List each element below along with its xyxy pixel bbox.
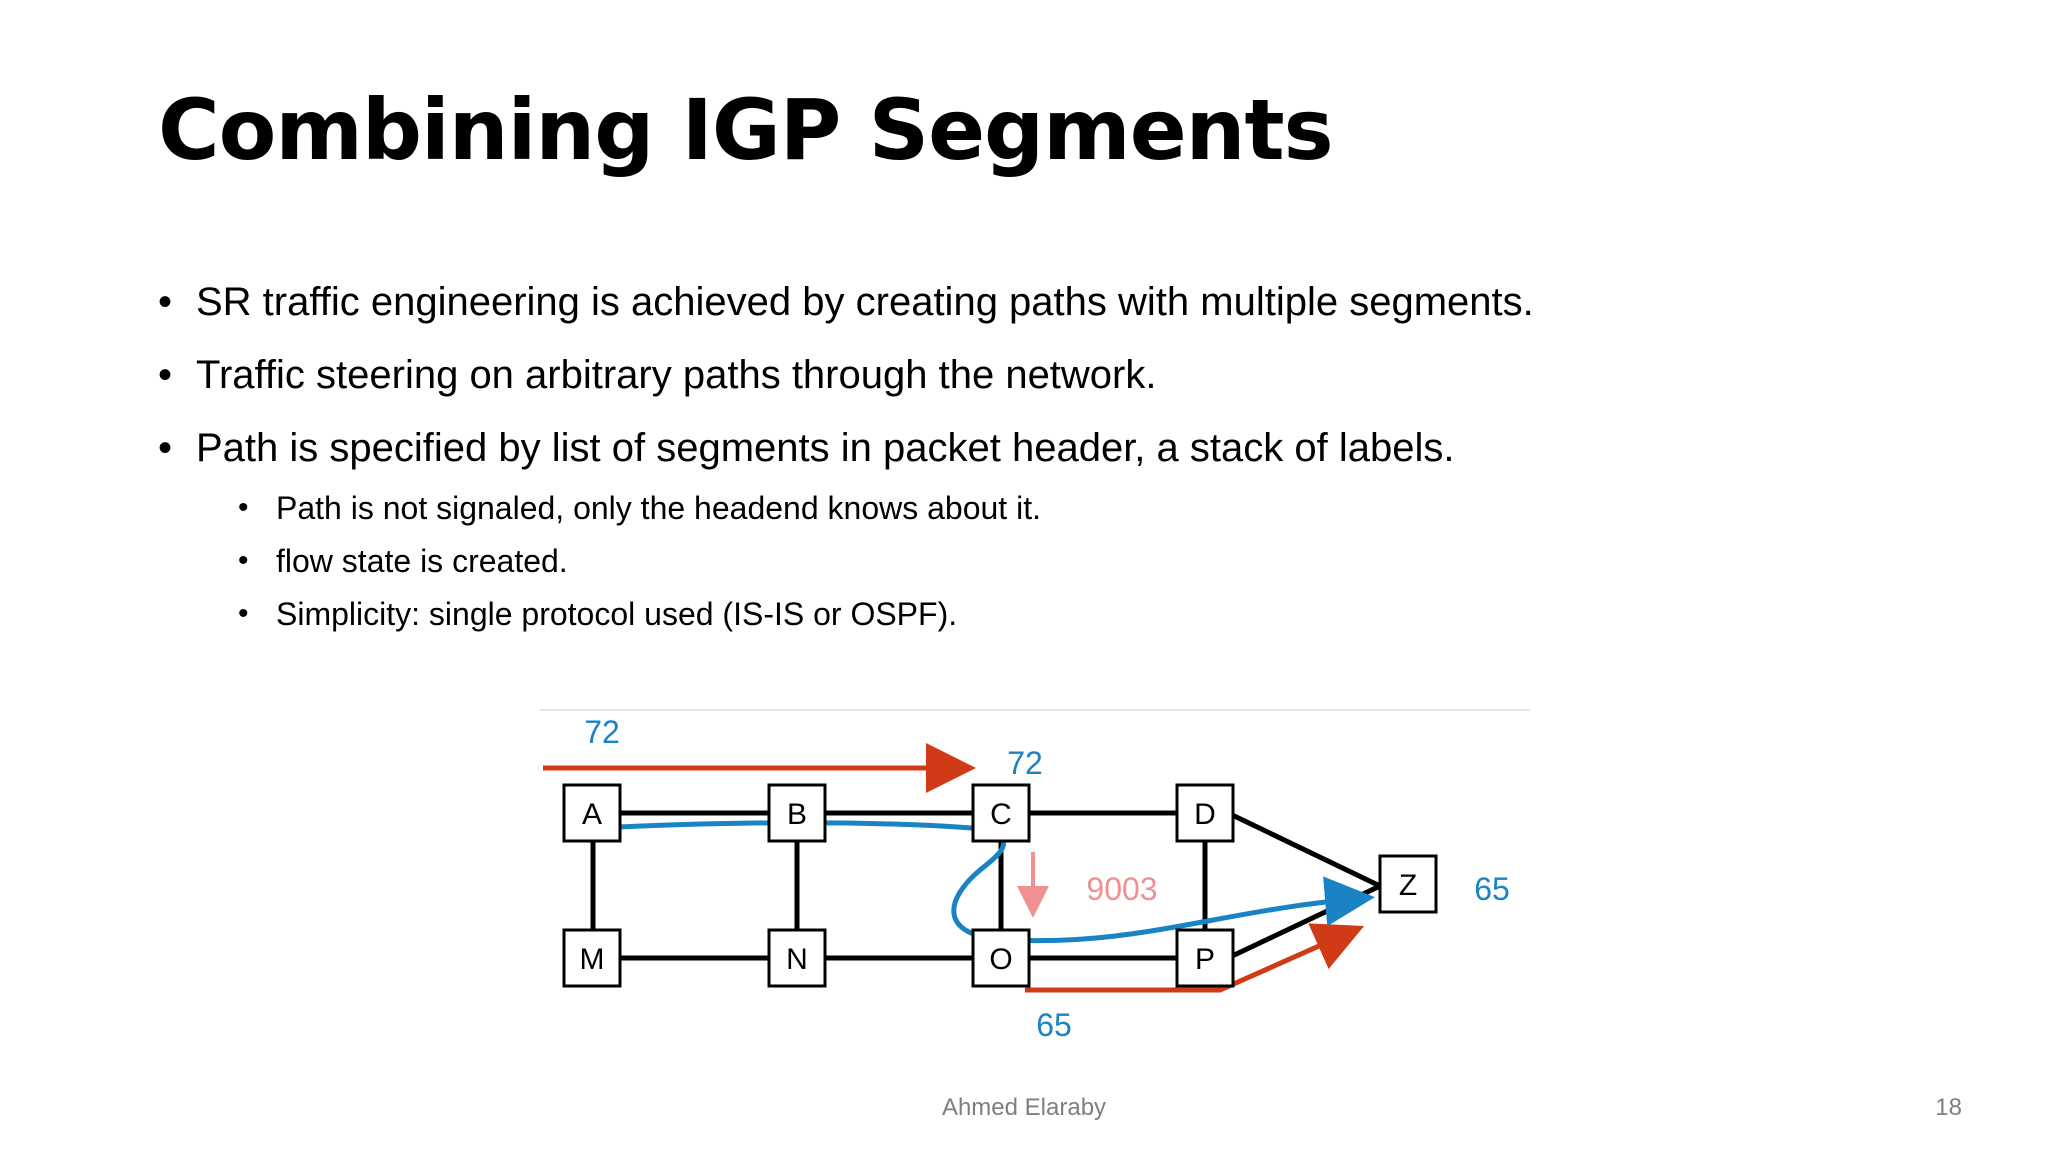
label-top-left: 72 [584, 714, 620, 750]
bullet-marker: • [158, 426, 173, 470]
bullet-marker: • [158, 280, 173, 324]
bullet-text: Traffic steering on arbitrary paths thro… [196, 353, 1157, 397]
node-label: P [1195, 943, 1215, 976]
node-o: O [971, 928, 1031, 988]
node-p: P [1175, 928, 1235, 988]
node-label: C [990, 798, 1012, 831]
bullet-text: Path is specified by list of segments in… [196, 426, 1455, 470]
node-n: N [767, 928, 827, 988]
network-diagram: A B C D M N O [540, 700, 1540, 1050]
node-label: D [1194, 798, 1216, 831]
bullet-marker: • [158, 353, 173, 397]
bullet-text: Path is not signaled, only the headend k… [276, 490, 1041, 526]
node-a: A [562, 783, 622, 843]
footer-author: Ahmed Elaraby [941, 1094, 1107, 1121]
bullet-text: SR traffic engineering is achieved by cr… [196, 280, 1534, 324]
bullet-marker: • [238, 491, 249, 524]
bullet-item: • Traffic steering on arbitrary paths th… [158, 351, 1157, 399]
node-z: Z [1378, 854, 1438, 914]
label-bottom: 65 [1036, 1007, 1072, 1043]
node-label: Z [1399, 869, 1417, 902]
segment-arrow-o-z [1025, 923, 1365, 993]
bullet-marker: • [238, 544, 249, 577]
node-label: N [786, 943, 808, 976]
bullet-text: Simplicity: single protocol used (IS-IS … [276, 596, 958, 632]
node-label: A [582, 798, 602, 831]
node-label: M [580, 943, 605, 976]
bullet-item: • Path is specified by list of segments … [158, 424, 1454, 472]
node-d: D [1175, 783, 1235, 843]
label-middle: 9003 [1086, 871, 1157, 907]
bullet-marker: • [238, 597, 249, 630]
page-number: 18 [1935, 1094, 1962, 1121]
bullet-item: • SR traffic engineering is achieved by … [158, 278, 1534, 326]
label-top-c: 72 [1007, 745, 1043, 781]
node-m: M [562, 928, 622, 988]
node-label: O [989, 943, 1012, 976]
sub-bullet-item: • Path is not signaled, only the headend… [238, 488, 1041, 528]
network-diagram-svg: A B C D M N O [540, 709, 1530, 1043]
node-label: B [787, 798, 807, 831]
sub-bullet-item: • Simplicity: single protocol used (IS-I… [238, 594, 957, 634]
slide-title: Combining IGP Segments [158, 81, 1334, 179]
link-d-z [1226, 810, 1382, 889]
bullet-text: flow state is created. [276, 543, 568, 579]
node-b: B [767, 783, 827, 843]
node-c: C [971, 783, 1031, 843]
label-right: 65 [1474, 871, 1510, 907]
sub-bullet-item: • flow state is created. [238, 541, 568, 581]
